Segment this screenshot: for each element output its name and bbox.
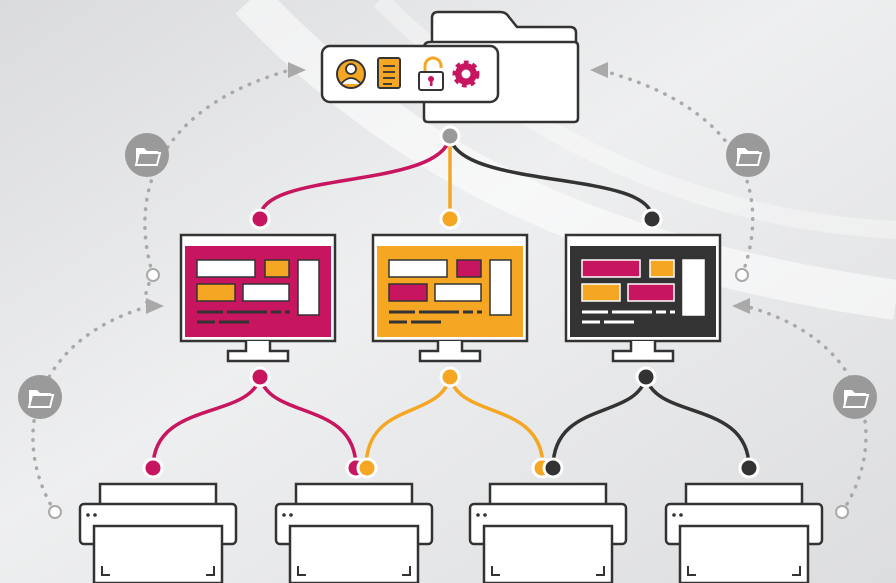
connection-nodes (142, 125, 760, 479)
node-folder (439, 125, 461, 147)
arrowhead-right-lower (732, 298, 750, 314)
connector-folder-magenta (258, 136, 452, 219)
connector-folder-charcoal (448, 136, 654, 219)
sync-endpoint (735, 268, 749, 282)
node-monitor-orange-top (439, 208, 461, 230)
node-monitor-charcoal-bottom (635, 366, 657, 388)
connector-charcoal-printer-4 (644, 376, 751, 469)
node-printer-2-orange (356, 457, 378, 479)
monitor-magenta (179, 233, 337, 363)
arrowhead-right-upper (590, 62, 608, 78)
user-icon (336, 59, 366, 89)
connector-magenta-printer-1 (151, 376, 262, 469)
printer-icon (78, 482, 238, 583)
folder-circle-icon (833, 375, 877, 419)
connector-charcoal-printer-3 (551, 376, 648, 469)
sync-endpoint (146, 268, 160, 282)
printer-icon (664, 482, 824, 583)
node-printer-1 (142, 457, 164, 479)
folder-circle-icon (125, 133, 169, 177)
arrowhead-left-lower (146, 298, 164, 314)
monitor-charcoal (564, 233, 722, 363)
node-monitor-magenta-top (249, 208, 271, 230)
connector-orange-printer-2 (364, 376, 452, 469)
folder-circle-icon (18, 375, 62, 419)
gear-icon (452, 60, 480, 88)
connectors-top (258, 136, 654, 219)
sync-endpoint (48, 505, 62, 519)
document-icon (377, 57, 401, 89)
monitor-orange (371, 233, 529, 363)
sync-path-left-upper (143, 68, 292, 277)
folder-circle-icon (726, 133, 770, 177)
sync-path-left-mid (143, 273, 155, 307)
sync-endpoint (835, 505, 849, 519)
node-monitor-orange-bottom (439, 366, 461, 388)
node-monitor-magenta-bottom (249, 366, 271, 388)
printer-icon (468, 482, 628, 583)
connector-orange-printer-3 (448, 376, 545, 469)
connector-magenta-printer-2 (258, 376, 358, 469)
node-printer-3-charcoal (542, 457, 564, 479)
folder-badge (320, 44, 500, 104)
padlock-icon (418, 56, 444, 91)
arrowhead-left-upper (288, 62, 306, 78)
printer-icon (274, 482, 434, 583)
node-monitor-charcoal-top (641, 208, 663, 230)
node-printer-4 (738, 457, 760, 479)
connectors-bottom (151, 376, 751, 469)
